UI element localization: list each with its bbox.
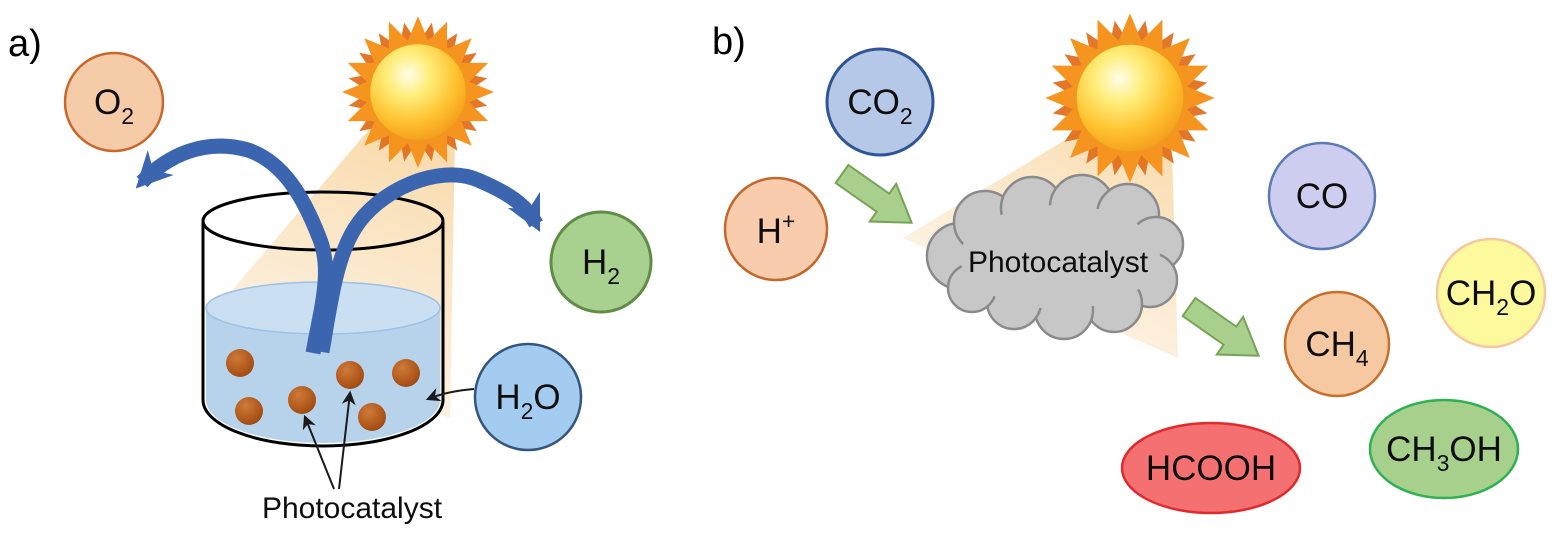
ch3oh-label: CH3OH [1386,430,1502,476]
particle [336,361,364,389]
h2-bubble [549,210,653,314]
panel-b: b) Photocatalyst CO2 H+ [712,4,1547,515]
reactants-to-catalyst-arrow [834,163,914,224]
photocatalyst-pointer-arrow [302,414,335,490]
photocatalyst-pointer-arrow [338,390,356,490]
panel-a: a) O2 H2 H2O [8,8,653,525]
co-label: CO [1296,177,1349,216]
photocatalyst-cloud: Photocatalyst [925,173,1185,341]
catalyst-to-products-arrow [1181,296,1261,357]
particle [288,386,316,414]
ch2o-bubble [1435,237,1547,349]
h2-label: H2 [582,243,620,289]
h2o-label: H2O [495,378,560,424]
particle [358,403,386,431]
h2o-pointer-arrow [425,388,475,402]
ch4-bubble [1283,290,1391,398]
cloud-label: Photocatalyst [968,246,1149,279]
photocatalyst-caption: Photocatalyst [262,492,443,525]
particle [226,349,254,377]
beaker-walls [201,221,445,448]
cloud-body [960,205,1160,309]
hcooh-bubble [1120,421,1302,515]
o2-label: O2 [94,83,134,129]
hcooh-label: HCOOH [1146,449,1276,488]
ch3oh-bubble [1368,398,1520,500]
h2-release-arrow [314,167,543,354]
photocatalyst-particles [226,349,420,431]
particle [235,397,263,425]
o2-bubble [63,51,165,153]
co2-bubble [825,47,935,157]
o2-release-arrow [135,138,333,355]
panel-b-label: b) [712,21,746,63]
panel-a-label: a) [8,23,42,65]
co2-label: CO2 [847,83,912,129]
ch4-label: CH4 [1305,325,1369,371]
ch2o-label: CH2O [1446,274,1537,320]
particle [392,359,420,387]
co-bubble [1267,141,1377,251]
hplus-label: H+ [757,208,796,251]
hplus-bubble [723,176,829,282]
h2o-bubble [473,342,583,452]
